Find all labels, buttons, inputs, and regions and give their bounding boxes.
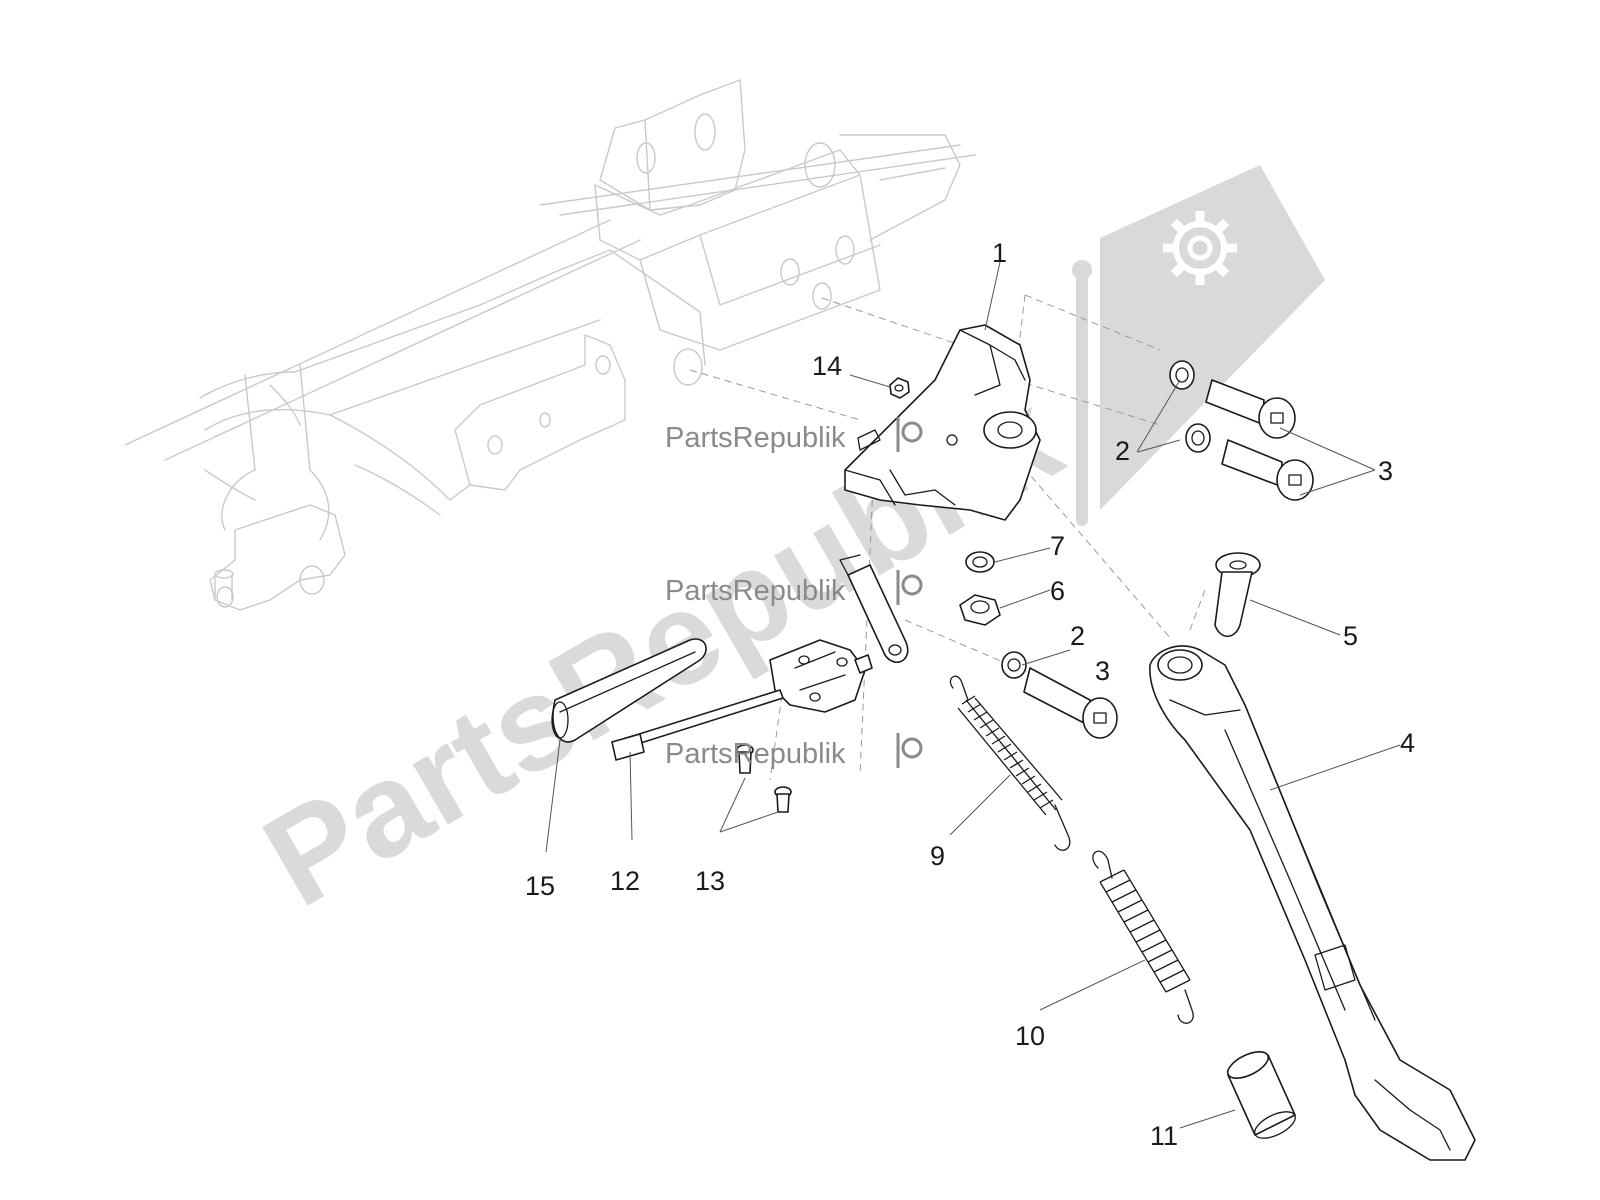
part-1-stand-bracket — [844, 324, 1041, 521]
part-3-bolt-upper — [1205, 379, 1296, 439]
motorcycle-frame — [124, 79, 976, 611]
callout-2-upper: 2 — [1115, 436, 1130, 466]
callout-11: 11 — [1150, 1121, 1178, 1151]
svg-text:PartsRepublik: PartsRepublik — [665, 575, 846, 607]
assembly-lines — [689, 294, 1206, 781]
callout-1: 1 — [992, 238, 1007, 268]
part-2-washer-lower — [1001, 651, 1027, 679]
callout-15: 15 — [525, 871, 555, 901]
watermark-gear-icon — [1163, 211, 1237, 285]
callout-3-upper: 3 — [1378, 456, 1393, 486]
callout-12: 12 — [610, 866, 640, 896]
part-2-washer-upper — [1169, 360, 1195, 390]
callout-14: 14 — [812, 351, 842, 381]
watermark-tag-3: PartsRepublik — [665, 733, 923, 770]
svg-text:PartsRepublik: PartsRepublik — [665, 422, 846, 454]
part-3-bolt-lower — [1023, 667, 1118, 739]
callout-2-lower: 2 — [1070, 621, 1085, 651]
part-13-screw-lower — [774, 786, 792, 813]
callout-labels: 1 2 2 3 3 4 5 6 7 9 10 11 12 13 14 15 — [525, 238, 1415, 1151]
callout-7: 7 — [1050, 531, 1065, 561]
callout-5: 5 — [1343, 621, 1358, 651]
watermark-gear-icon — [901, 574, 923, 596]
callout-6: 6 — [1050, 576, 1065, 606]
part-7-washer — [965, 551, 995, 573]
watermark-gear-icon — [901, 421, 923, 443]
leader-lines — [545, 261, 1401, 1129]
part-13-screw-upper — [736, 744, 754, 774]
part-5-pivot-bolt — [1214, 552, 1261, 638]
part-2-washer-middle — [1185, 423, 1211, 453]
part-3-bolt-middle — [1221, 439, 1314, 501]
watermark-gear-icon — [901, 737, 923, 759]
part-10-spring-large — [1092, 850, 1194, 1024]
part-15-cable-cover — [551, 638, 707, 743]
part-12-switch-assembly — [611, 639, 873, 761]
callout-3-lower: 3 — [1095, 656, 1110, 686]
callout-4: 4 — [1400, 728, 1415, 758]
callout-10: 10 — [1015, 1021, 1045, 1051]
watermark-tag-1: PartsRepublik — [665, 417, 923, 454]
watermark-tags: PartsRepublik PartsRepublik PartsRepubli… — [665, 417, 923, 770]
part-14-nut — [889, 377, 910, 399]
link-arm — [839, 554, 909, 663]
part-4-side-stand — [1149, 645, 1476, 1161]
svg-text:PartsRepublik: PartsRepublik — [665, 738, 846, 770]
part-6-nut — [959, 594, 1001, 626]
part-11-sleeve — [1226, 1051, 1296, 1139]
watermark-tag-2: PartsRepublik — [665, 570, 923, 607]
callout-9: 9 — [930, 841, 945, 871]
part-9-spring-small — [949, 675, 1071, 851]
callout-13: 13 — [695, 866, 725, 896]
